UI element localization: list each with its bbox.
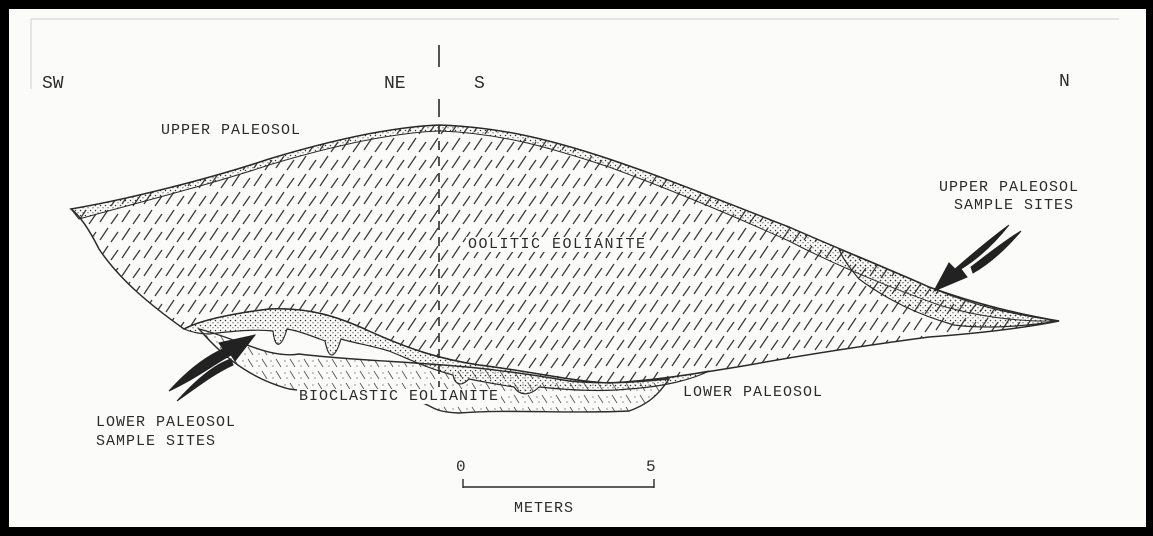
upper-sample-sites-label-line2: SAMPLE SITES [954,198,1074,213]
cross-section-figure: SW NE S N UPPER PALEOSOL OOLITIC EOLIANI… [9,9,1146,527]
scale-bar-max-label: 5 [646,459,656,475]
lower-paleosol-label: LOWER PALEOSOL [683,385,823,400]
direction-s-label: S [474,75,485,93]
oolitic-eolianite-label: OOLITIC EOLIANITE [466,237,649,252]
upper-sample-sites-label-line1: UPPER PALEOSOL [939,180,1079,195]
lower-sample-sites-label-line2: SAMPLE SITES [96,434,216,449]
direction-n-label: N [1059,73,1070,91]
direction-sw-label: SW [42,75,64,93]
scale-bar-unit-label: METERS [514,501,574,516]
upper-sample-arrow [934,225,1021,291]
direction-ne-label: NE [384,75,406,93]
bioclastic-eolianite-label: BIOCLASTIC EOLIANITE [297,389,501,404]
upper-paleosol-label: UPPER PALEOSOL [161,123,301,138]
scale-bar-min-label: 0 [456,459,466,475]
lower-sample-sites-label-line1: LOWER PALEOSOL [96,415,236,430]
